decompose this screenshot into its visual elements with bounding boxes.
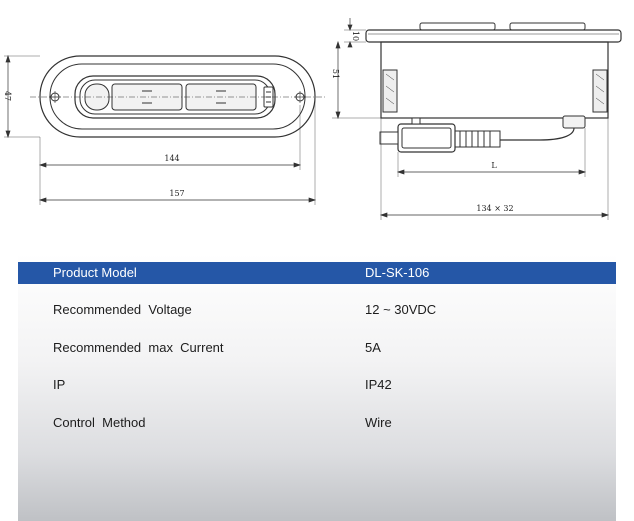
dim-side-height: 51 (331, 69, 340, 79)
dim-outer-width: 157 (169, 189, 184, 198)
technical-drawing: 47 144 157 (3, 18, 622, 220)
spec-row-ip: IP IP42 (18, 375, 616, 395)
side-flange (365, 29, 622, 43)
dim-cable-length: L (491, 161, 497, 170)
side-clip-left (382, 69, 398, 113)
spec-header-row: Product Model DL-SK-106 (18, 262, 616, 284)
spec-value: IP42 (365, 377, 392, 392)
strain-relief (454, 130, 501, 148)
dim-flange-thickness: 10 (351, 31, 360, 41)
spec-value: Wire (365, 415, 392, 430)
front-inner-housing (49, 63, 306, 130)
cable-outlet (562, 115, 586, 129)
spec-label: IP (53, 377, 66, 392)
side-view (365, 22, 622, 153)
spec-value: 5A (365, 340, 381, 355)
spec-row-voltage: Recommended Voltage 12 ~ 30VDC (18, 300, 616, 320)
spec-label: Recommended max Current (53, 340, 224, 355)
side-top-cap-right (509, 22, 586, 31)
dim-cutout: 134 × 32 (476, 204, 513, 213)
dim-inner-width: 144 (164, 154, 179, 163)
side-top-cap-left (419, 22, 496, 31)
spec-row-current: Recommended max Current 5A (18, 338, 616, 358)
spec-label: Recommended Voltage (53, 302, 192, 317)
front-view (30, 55, 325, 138)
spec-header-label: Product Model (53, 265, 137, 280)
side-dimensions (332, 18, 610, 220)
spec-label: Control Method (53, 415, 146, 430)
cable (500, 127, 575, 141)
connector-pin (379, 131, 399, 145)
spec-row-control: Control Method Wire (18, 413, 616, 433)
side-clip-right (592, 69, 608, 113)
dim-height-front: 47 (3, 91, 12, 101)
side-body (380, 41, 609, 119)
spec-header-value: DL-SK-106 (365, 265, 430, 280)
front-outer-housing (39, 55, 316, 138)
spec-table: Product Model DL-SK-106 Recommended Volt… (18, 254, 616, 521)
front-dimensions (4, 54, 317, 205)
spec-value: 12 ~ 30VDC (365, 302, 437, 317)
